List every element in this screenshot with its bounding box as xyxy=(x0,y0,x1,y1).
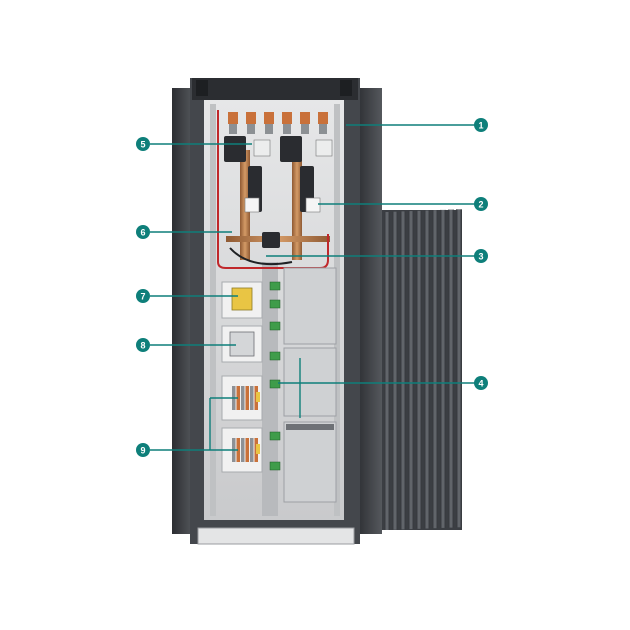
callout-5: 5 xyxy=(136,137,150,151)
heatsink-fin xyxy=(432,210,438,529)
heatsink-fin xyxy=(448,209,454,528)
callout-8-label: 8 xyxy=(140,341,145,351)
callout-3-label: 3 xyxy=(478,252,483,262)
callout-7-label: 7 xyxy=(140,292,145,302)
heatsink-fin xyxy=(392,211,398,530)
green-terminal xyxy=(269,431,281,441)
terminal-marker xyxy=(256,392,260,402)
heatsink-fin xyxy=(440,209,446,528)
heatsink xyxy=(382,209,462,530)
heatsink-fin xyxy=(456,209,462,528)
fuse-base xyxy=(229,124,237,134)
callout-7: 7 xyxy=(136,289,150,303)
callout-5-label: 5 xyxy=(140,140,145,150)
rail-left xyxy=(210,104,216,516)
callout-lines xyxy=(150,124,481,451)
terminal-strip xyxy=(250,386,254,410)
terminal-strip xyxy=(236,386,240,410)
terminal-strip xyxy=(245,386,249,410)
fuse-terminal xyxy=(264,112,274,124)
fuse-terminal xyxy=(246,112,256,124)
terminal-marker xyxy=(256,444,260,454)
rail-right xyxy=(334,104,340,516)
terminal-strip xyxy=(250,438,254,462)
green-terminal xyxy=(269,351,281,361)
top-terminals xyxy=(228,112,328,134)
callout-3: 3 xyxy=(474,249,488,263)
green-terminal xyxy=(269,281,281,291)
fuse-terminal xyxy=(228,112,238,124)
terminal-strip xyxy=(245,438,249,462)
terminal-strip xyxy=(241,438,245,462)
fuse-base xyxy=(301,124,309,134)
callout-9: 9 xyxy=(136,443,150,457)
black-cable xyxy=(229,247,293,266)
heatsink-fin xyxy=(384,212,390,530)
callout-markers: 1 2 3 4 5 6 7 8 xyxy=(136,118,488,457)
cabinet-top xyxy=(192,78,358,100)
cabinet-side-right xyxy=(356,88,382,534)
callout-1: 1 xyxy=(474,118,488,132)
red-cable xyxy=(217,110,329,269)
fuse-base xyxy=(283,124,291,134)
fuse-terminal xyxy=(318,112,328,124)
fuse-base xyxy=(247,124,255,134)
fuse-base xyxy=(319,124,327,134)
busbars xyxy=(224,136,333,260)
green-terminals xyxy=(269,281,281,471)
cabinet-side-left xyxy=(172,88,194,534)
callout-2: 2 xyxy=(474,197,488,211)
heatsink-fin xyxy=(400,211,406,530)
green-terminal xyxy=(269,379,281,389)
callout-2-label: 2 xyxy=(478,200,483,210)
fuse-terminal xyxy=(300,112,310,124)
callout-6-label: 6 xyxy=(140,228,145,238)
terminal-strip xyxy=(236,438,240,462)
green-terminal xyxy=(269,461,281,471)
yellow-terminal xyxy=(231,287,253,311)
callout-6: 6 xyxy=(136,225,150,239)
terminal-strip xyxy=(241,386,245,410)
green-terminal xyxy=(269,299,281,309)
green-terminal xyxy=(269,321,281,331)
callout-8: 8 xyxy=(136,338,150,352)
heatsink-fin xyxy=(416,210,422,529)
callout-4: 4 xyxy=(474,376,488,390)
hinge-top-right xyxy=(340,80,352,96)
heatsink-fin xyxy=(424,210,430,529)
breaker-module xyxy=(229,331,255,357)
heatsink-fin xyxy=(408,211,414,530)
fuse-terminal xyxy=(282,112,292,124)
plinth xyxy=(197,527,355,545)
fuse-base xyxy=(265,124,273,134)
hinge-top-left xyxy=(196,80,208,96)
callout-1-label: 1 xyxy=(478,121,483,131)
callout-4-label: 4 xyxy=(478,379,483,389)
callout-9-label: 9 xyxy=(140,446,145,456)
power-modules xyxy=(283,267,337,503)
